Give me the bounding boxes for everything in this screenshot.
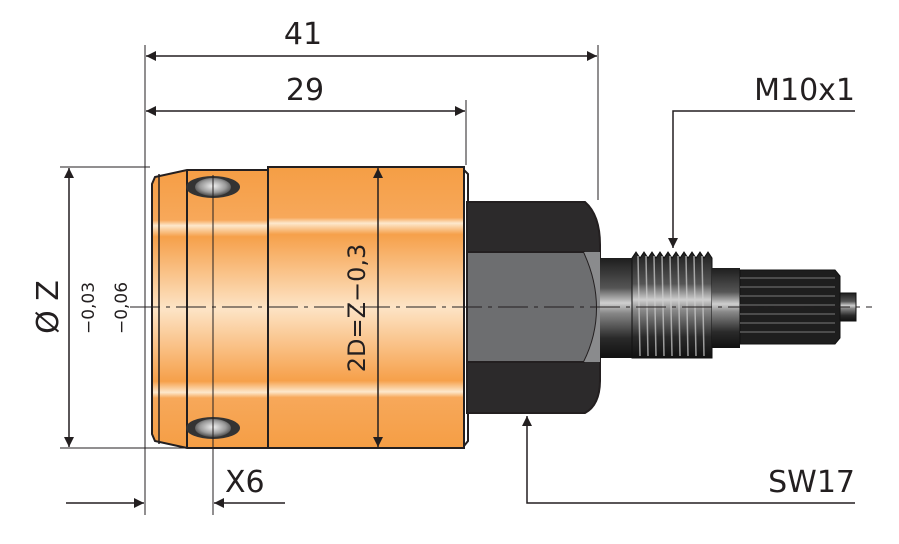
threaded-stem [600,251,857,359]
hex-nut [466,201,601,414]
leader-m10x1 [668,110,855,248]
thread [631,251,713,359]
diameter-symbol: Ø [31,310,66,334]
body-length-label: 29 [286,73,324,108]
diameter-variable: Z [31,280,66,301]
tolerance-upper: −0,03 [79,282,99,334]
wrench-size-label: SW17 [768,465,855,500]
dimension-lines [64,51,855,508]
tolerance-lower: −0,06 [112,282,132,334]
leader-sw17 [522,416,855,504]
diameter-label-group: Ø Z [31,280,66,334]
extension-lines [60,45,599,515]
ball-offset-label: X6 [225,465,265,500]
overall-length-label: 41 [284,17,322,52]
thread-label: M10x1 [754,73,855,108]
diameter-label: Ø Z [31,280,66,334]
inner-dimension-label: 2D=Z−0,3 [343,244,371,373]
